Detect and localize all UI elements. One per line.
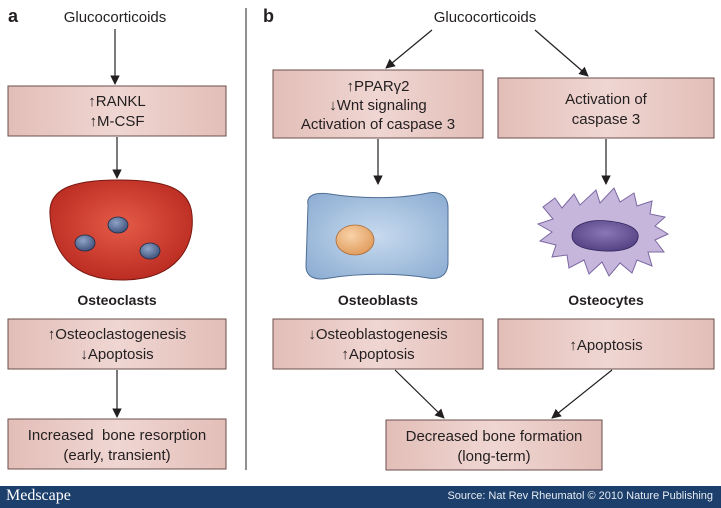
svg-text:↓Apoptosis: ↓Apoptosis bbox=[80, 346, 153, 363]
box-activation-caspase bbox=[497, 77, 715, 139]
osteoblast-nucleus bbox=[335, 224, 375, 256]
box-bone-formation bbox=[385, 419, 603, 471]
caspase-right-label: caspase 3 bbox=[572, 111, 640, 128]
arrow-b-bottom-left bbox=[394, 369, 445, 419]
panel-b-letter: b bbox=[263, 6, 274, 26]
osteoblast-cell bbox=[305, 192, 449, 280]
up-arrow-glyph: ↑ bbox=[48, 326, 56, 343]
apoptosis-osteoblast-label: Apoptosis bbox=[349, 346, 415, 363]
svg-text:↑RANKL: ↑RANKL bbox=[88, 93, 146, 110]
arrow-b-right bbox=[534, 29, 589, 77]
rankl-label: RANKL bbox=[96, 93, 146, 110]
bone-formation-label: Decreased bone formation bbox=[406, 428, 583, 445]
box-osteocyte-apoptosis bbox=[497, 318, 715, 370]
svg-text:↓Osteoblastogenesis: ↓Osteoblastogenesis bbox=[308, 326, 447, 343]
down-arrow-glyph: ↓ bbox=[308, 326, 316, 343]
osteoclastogenesis-label: Osteoclastogenesis bbox=[55, 326, 186, 343]
mcsf-label: M-CSF bbox=[97, 113, 145, 130]
up-arrow-glyph: ↑ bbox=[90, 113, 98, 130]
osteoclast-nucleus bbox=[139, 242, 161, 260]
box-osteoblastogenesis bbox=[272, 318, 484, 370]
up-arrow-glyph: ↑ bbox=[341, 346, 349, 363]
svg-text:↑M-CSF: ↑M-CSF bbox=[90, 113, 145, 130]
panel-a-letter: a bbox=[8, 6, 19, 26]
caspase-left-label: Activation of caspase 3 bbox=[301, 116, 455, 133]
svg-text:↑PPARγ2: ↑PPARγ2 bbox=[346, 78, 409, 95]
panel-a-top-label: Glucocorticoids bbox=[64, 9, 167, 26]
bone-resorption-label: Increased bone resorption bbox=[28, 427, 206, 444]
osteoblasts-label: Osteoblasts bbox=[338, 292, 418, 308]
activation-of-label: Activation of bbox=[565, 91, 648, 108]
arrow-b-bottom-right bbox=[551, 369, 613, 419]
up-arrow-glyph: ↑ bbox=[346, 78, 354, 95]
medscape-logo: Medscape bbox=[6, 487, 71, 504]
box-osteoclastogenesis bbox=[7, 318, 227, 370]
apoptosis-osteocyte-label: Apoptosis bbox=[577, 337, 643, 354]
svg-text:↑Apoptosis: ↑Apoptosis bbox=[341, 346, 414, 363]
up-arrow-glyph: ↑ bbox=[88, 93, 96, 110]
svg-text:↑Apoptosis: ↑Apoptosis bbox=[569, 337, 642, 354]
wnt-label: Wnt signaling bbox=[337, 97, 427, 114]
osteoblastogenesis-label: Osteoblastogenesis bbox=[316, 326, 448, 343]
box-ppar-wnt-caspase bbox=[272, 69, 484, 139]
up-arrow-glyph: ↑ bbox=[569, 337, 577, 354]
arrow-b-left bbox=[385, 29, 433, 69]
box-rankl-mcsf bbox=[7, 85, 227, 137]
glucocorticoid-bone-diagram: a Glucocorticoids ↑RANKL ↑M-CSF Osteocla… bbox=[7, 6, 715, 471]
footer-bar: Medscape Source: Nat Rev Rheumatol © 201… bbox=[0, 486, 721, 508]
apoptosis-label: Apoptosis bbox=[88, 346, 154, 363]
osteoclasts-label: Osteoclasts bbox=[77, 292, 157, 308]
down-arrow-glyph: ↓ bbox=[329, 97, 337, 114]
osteocytes-label: Osteocytes bbox=[568, 292, 644, 308]
osteoclast-nucleus bbox=[74, 234, 96, 252]
down-arrow-glyph: ↓ bbox=[80, 346, 88, 363]
osteoclast-nucleus bbox=[107, 216, 129, 234]
svg-text:↓Wnt signaling: ↓Wnt signaling bbox=[329, 97, 427, 114]
ppar-label: PPARγ2 bbox=[354, 78, 410, 95]
panel-b-top-label: Glucocorticoids bbox=[434, 9, 537, 26]
box-bone-resorption bbox=[7, 418, 227, 470]
svg-text:↑Osteoclastogenesis: ↑Osteoclastogenesis bbox=[48, 326, 186, 343]
bone-formation-sub: (long-term) bbox=[457, 448, 530, 465]
bone-resorption-sub: (early, transient) bbox=[63, 447, 170, 464]
osteocyte-nucleus bbox=[571, 220, 639, 252]
source-credit: Source: Nat Rev Rheumatol © 2010 Nature … bbox=[447, 490, 713, 502]
